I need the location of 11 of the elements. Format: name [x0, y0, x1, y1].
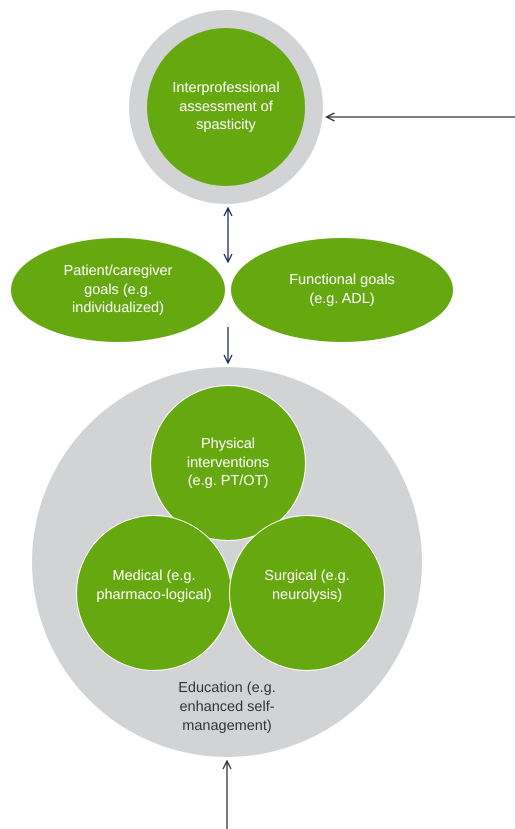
arrow	[223, 207, 233, 263]
node-label: Medical (e.g. pharmaco-logical)	[95, 567, 213, 605]
node-label: Surgical (e.g. neurolysis)	[263, 567, 351, 605]
arrow	[223, 327, 233, 364]
node-label: Patient/caregiver goals (e.g. individualized)	[62, 262, 174, 318]
arrow	[326, 112, 515, 122]
arrow	[222, 760, 232, 829]
node-label: Education (e.g. enhanced self-management)	[177, 679, 277, 736]
node-label: Interprofessional assessment of spasticity	[171, 78, 281, 136]
node-label: Functional goals (e.g. ADL)	[288, 271, 396, 309]
node-label: Physical interventions (e.g. PT/OT)	[186, 434, 270, 492]
